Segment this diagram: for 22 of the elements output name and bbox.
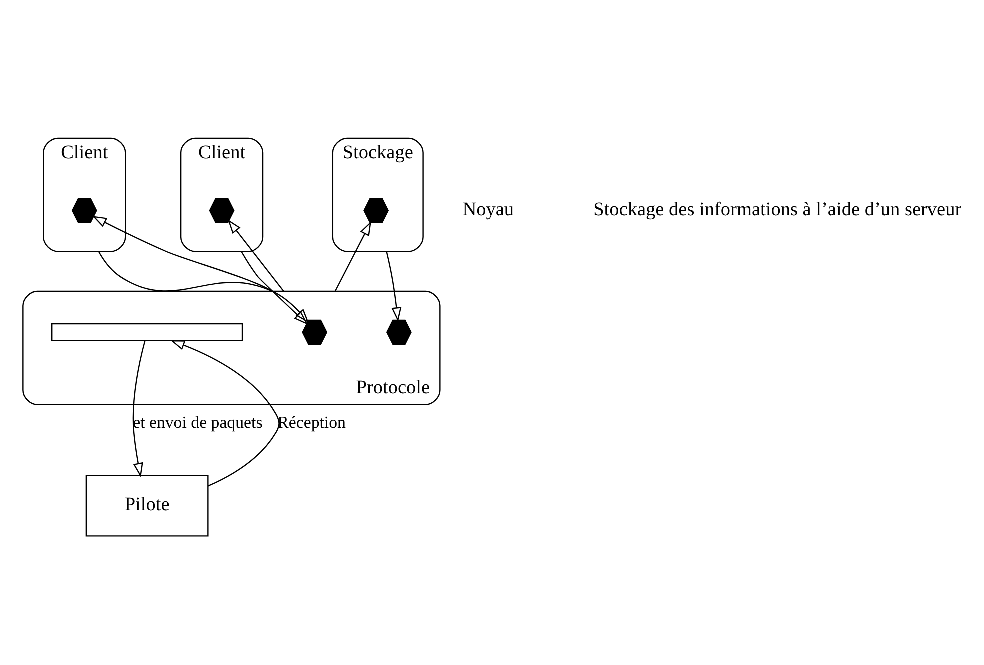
node-hexagon xyxy=(364,198,390,224)
node-hexagon xyxy=(302,320,328,346)
arrow xyxy=(132,341,146,478)
cluster: Protocole xyxy=(22,290,441,406)
arrow xyxy=(386,252,402,322)
arrow xyxy=(98,251,310,324)
node-hexagon xyxy=(209,198,235,224)
node-hexagon xyxy=(386,320,412,346)
node-box: Pilote xyxy=(86,475,209,537)
node-hexagon xyxy=(72,198,98,224)
edge-label: et envoi de paquets xyxy=(133,412,263,432)
cluster: Client xyxy=(180,138,264,252)
arrow xyxy=(241,251,308,325)
node-box xyxy=(52,323,244,342)
arrow xyxy=(170,340,280,487)
label: Noyau xyxy=(462,199,514,220)
arrow xyxy=(228,220,284,292)
arrow xyxy=(334,221,372,292)
cluster: Client xyxy=(43,138,126,252)
arrow xyxy=(92,216,273,292)
cluster: Stockage xyxy=(332,138,424,252)
label: Stockage des informations à l’aide d’un serveur xyxy=(594,199,962,220)
